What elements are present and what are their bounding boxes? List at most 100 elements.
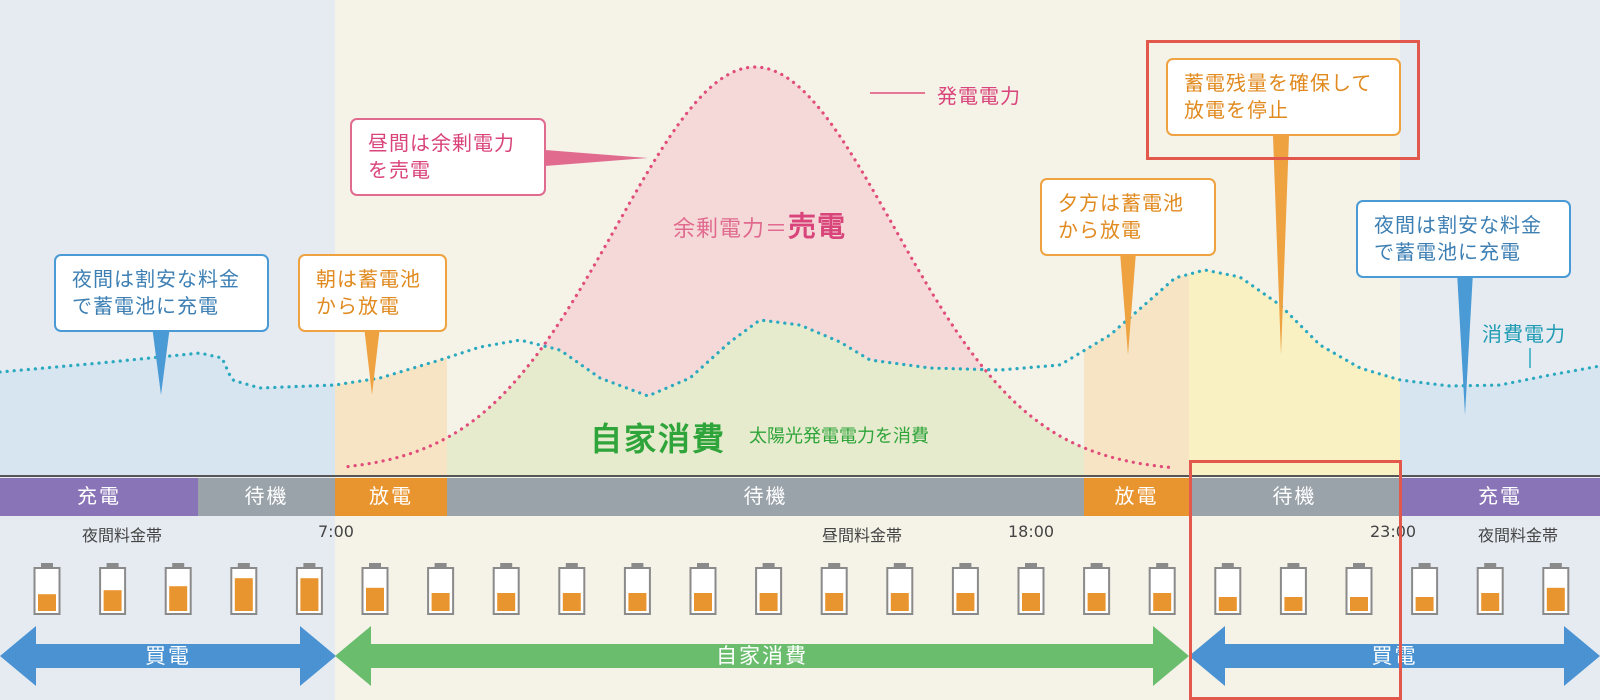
- battery-fill: [497, 593, 516, 611]
- battery-icon: [951, 563, 979, 615]
- status-segment-4: [447, 478, 1084, 516]
- battery-icon: [361, 563, 389, 615]
- reserve-stop-callout: 蓄電残量を確保して 放電を停止: [1166, 58, 1401, 136]
- self-consumption-arrow: [335, 626, 1189, 686]
- status-label-standby-evening: 待機: [1272, 484, 1317, 508]
- battery-icon: [1411, 563, 1439, 615]
- self-consumption-area: [447, 320, 1084, 476]
- evening-discharge-area: [1084, 274, 1189, 476]
- battery-row: [33, 563, 1570, 615]
- status-label-standby-morning: 待機: [244, 484, 289, 508]
- buy-arrow-right: [1189, 626, 1600, 686]
- battery-fill: [234, 578, 253, 611]
- battery-icon: [1214, 563, 1242, 615]
- battery-icon: [689, 563, 717, 615]
- battery-icon: [295, 563, 323, 615]
- status-bar: [0, 478, 1600, 516]
- generation-curve: [346, 65, 1172, 469]
- surplus-prefix: 余剰電力＝: [673, 217, 789, 242]
- night-charge-left-pointer: [152, 326, 170, 395]
- reserve-stop-highlight: [1146, 40, 1420, 160]
- morning-discharge-callout: 朝は蓄電池 から放電: [298, 254, 447, 332]
- battery-terminal: [1025, 563, 1037, 568]
- battery-terminal: [41, 563, 53, 568]
- status-segment-3: [335, 478, 447, 516]
- battery-icon: [1017, 563, 1045, 615]
- night-consumption-area-right: [1400, 366, 1600, 476]
- buy-arrow-right-label: 買電: [1371, 644, 1418, 668]
- battery-fill: [1153, 593, 1172, 611]
- battery-icon: [1083, 563, 1111, 615]
- battery-icon: [492, 563, 520, 615]
- battery-case: [1017, 567, 1045, 615]
- battery-icon: [1476, 563, 1504, 615]
- surplus-power-area: [445, 67, 1080, 396]
- evening-discharge-pointer: [1120, 252, 1136, 355]
- battery-icon: [33, 563, 61, 615]
- reserve-stop-pointer: [1273, 136, 1289, 355]
- status-segment-7: [1400, 478, 1600, 516]
- battery-icon: [623, 563, 651, 615]
- status-segment-6: [1189, 478, 1400, 516]
- battery-icon: [1279, 563, 1307, 615]
- battery-terminal: [1287, 563, 1300, 568]
- morning-discharge-area: [335, 357, 447, 476]
- status-segment-1: [0, 478, 198, 516]
- consumption-curve: [0, 268, 1600, 398]
- battery-fill: [103, 590, 122, 611]
- surplus-emphasis: 売電: [788, 210, 847, 243]
- night-rate-label-left: 夜間料金帯: [82, 526, 163, 545]
- surplus-power-label: 余剰電力＝売電: [673, 205, 846, 245]
- battery-fill: [1218, 597, 1237, 611]
- battery-terminal: [434, 563, 447, 568]
- battery-terminal: [565, 563, 578, 568]
- battery-icon: [1148, 563, 1176, 615]
- status-label-standby-day: 待機: [743, 484, 788, 508]
- battery-terminal: [631, 563, 644, 568]
- battery-icon: [164, 563, 192, 615]
- time-1800: 18:00: [1008, 522, 1055, 541]
- battery-fill: [759, 593, 778, 611]
- battery-icon: [427, 563, 455, 615]
- evening-standby-highlight: [1189, 460, 1402, 700]
- battery-terminal: [959, 563, 972, 568]
- status-label-charge-morning: 充電: [77, 484, 121, 508]
- battery-terminal: [106, 563, 119, 568]
- battery-fill: [1350, 597, 1368, 611]
- battery-fill: [38, 594, 56, 611]
- battery-fill: [562, 593, 581, 611]
- night-charge-right-pointer: [1457, 272, 1473, 415]
- status-segment-5: [1084, 478, 1189, 516]
- night-charge-callout-right: 夜間は割安な料金 で蓄電池に充電: [1356, 200, 1571, 278]
- battery-terminal: [237, 563, 250, 568]
- time-2300: 23:00: [1370, 522, 1417, 541]
- daytime-sell-callout: 昼間は余剰電力 を売電: [350, 118, 546, 196]
- battery-terminal: [1549, 563, 1562, 568]
- battery-terminal: [1221, 563, 1234, 568]
- battery-terminal: [828, 563, 841, 568]
- consumption-label: 消費電力: [1482, 322, 1566, 346]
- battery-fill: [169, 586, 188, 611]
- battery-icon: [1345, 563, 1373, 615]
- battery-fill: [1546, 587, 1565, 611]
- battery-icon: [820, 563, 848, 615]
- battery-fill: [890, 593, 909, 611]
- battery-icon: [886, 563, 914, 615]
- evening-standby-area: [1189, 270, 1400, 476]
- battery-fill: [366, 587, 384, 611]
- night-consumption-area-left: [0, 353, 335, 476]
- battery-terminal: [1156, 563, 1169, 568]
- battery-terminal: [1418, 563, 1431, 568]
- battery-icon: [99, 563, 127, 615]
- self-consumption-arrow-label: 自家消費: [716, 644, 808, 668]
- time-0700: 7:00: [318, 522, 354, 541]
- battery-fill: [1284, 597, 1303, 611]
- battery-icon: [230, 563, 258, 615]
- day-rate-label: 昼間料金帯: [822, 526, 903, 545]
- battery-icon: [558, 563, 586, 615]
- battery-fill: [1087, 593, 1106, 611]
- buy-arrow-left-label: 買電: [145, 644, 191, 668]
- self-consumption-label: 自家消費: [590, 420, 727, 458]
- status-label-discharge-evening: 放電: [1114, 484, 1159, 508]
